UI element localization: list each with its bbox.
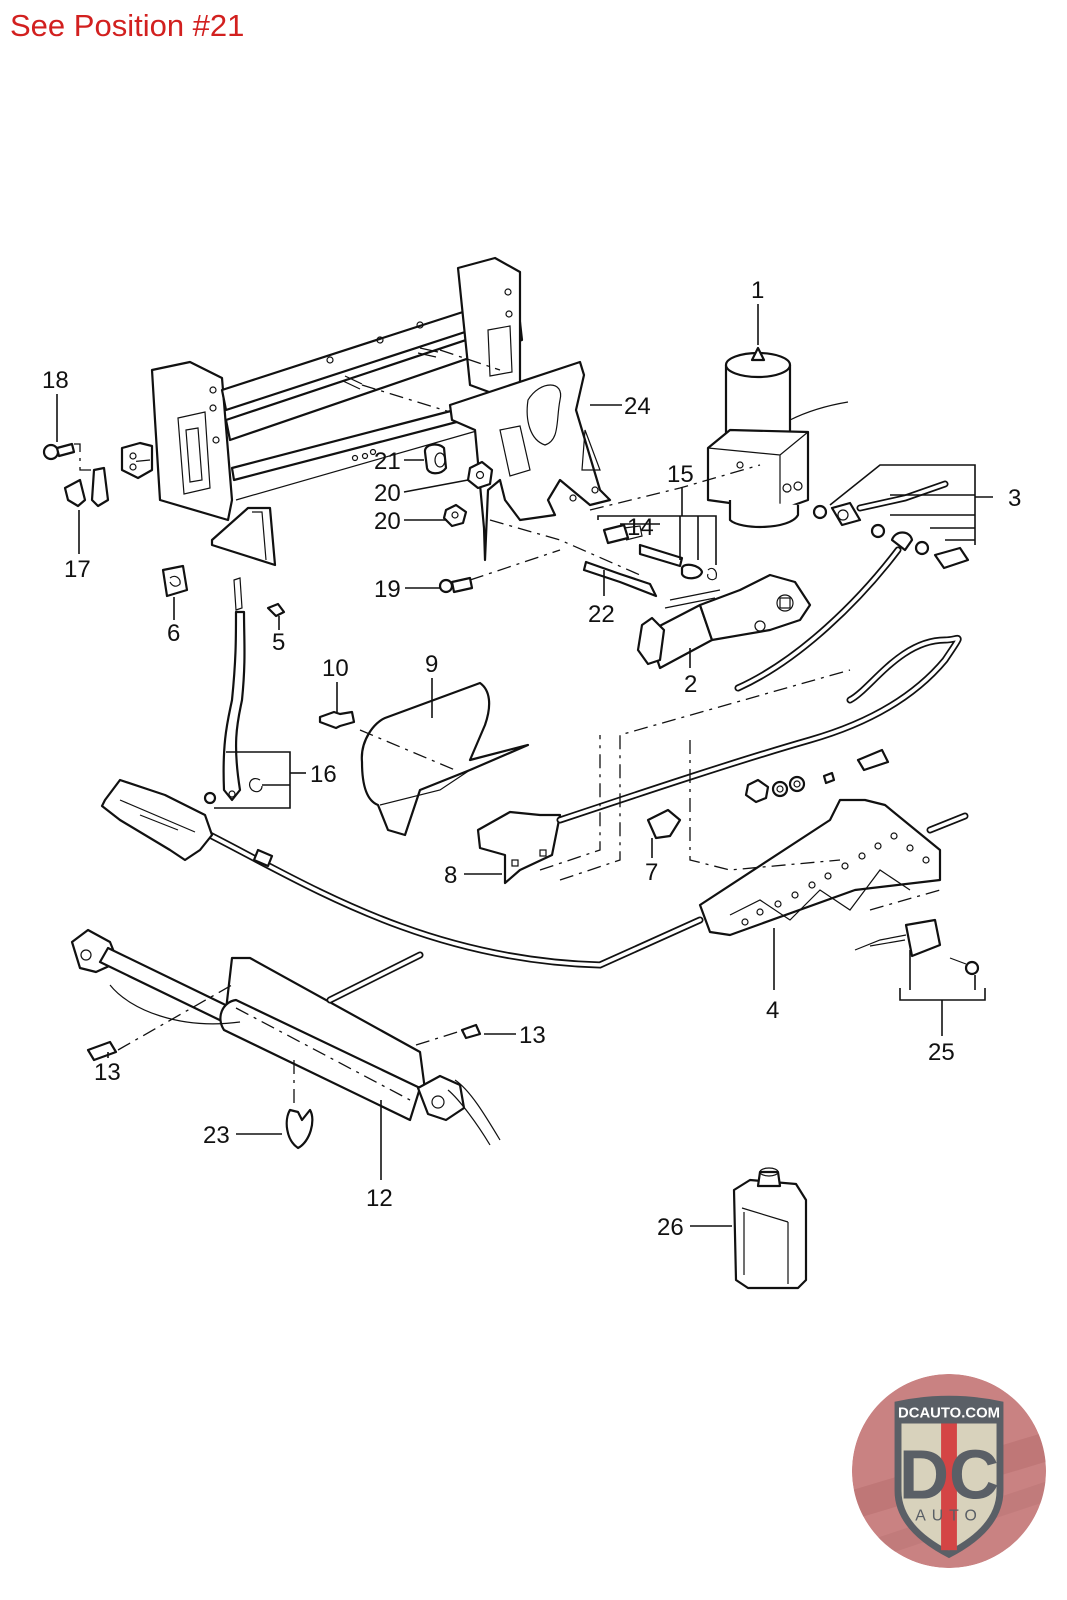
dcauto-logo: DCAUTO.COM DC AUTO (851, 1373, 1047, 1569)
callout-25: 25 (928, 1039, 955, 1066)
callout-24: 24 (624, 393, 651, 420)
callout-22: 22 (588, 601, 615, 628)
logo-main-text: DC (899, 1436, 999, 1514)
slider-block (100, 778, 214, 862)
callout-17: 17 (64, 556, 91, 583)
callout-4: 4 (766, 997, 779, 1024)
logo-sub-text: AUTO (915, 1508, 982, 1525)
small-fasteners (42, 442, 980, 1150)
callout-20-top: 20 (374, 480, 401, 507)
callout-20-bottom: 20 (374, 508, 401, 535)
callout-18: 18 (42, 367, 69, 394)
part-12-hydraulic-cylinder (70, 928, 501, 1146)
callout-10: 10 (322, 655, 349, 682)
leader-lines (56, 304, 993, 1227)
callout-3: 3 (1008, 485, 1021, 512)
frame-assembly (120, 256, 524, 567)
callout-19: 19 (374, 576, 401, 603)
frame-holes (209, 288, 513, 462)
callout-8: 8 (444, 862, 457, 889)
part-2-valve-unit (636, 573, 812, 670)
callout-16: 16 (310, 761, 337, 788)
page-title: See Position #21 (10, 8, 245, 43)
logo-top-text: DCAUTO.COM (898, 1406, 1000, 1422)
part-24-bracket (448, 360, 612, 562)
part-8-bracket (476, 810, 562, 885)
part-26-fluid-bottle (732, 1167, 808, 1290)
callout-14: 14 (627, 514, 654, 541)
callout-1: 1 (751, 277, 764, 304)
part-9-cover (359, 681, 530, 837)
callout-6: 6 (167, 620, 180, 647)
callout-21: 21 (374, 448, 401, 475)
part-3-hose-assembly (734, 480, 970, 692)
callout-labels: 1 2 3 4 5 6 7 8 9 10 12 13 13 14 15 16 1… (42, 277, 1021, 1241)
callout-26: 26 (657, 1214, 684, 1241)
cables (196, 634, 969, 969)
callout-7: 7 (645, 859, 658, 886)
callout-15: 15 (667, 461, 694, 488)
part-1-pump-motor (706, 346, 849, 528)
logo-stripe (941, 1423, 957, 1551)
callout-13-right: 13 (519, 1022, 546, 1049)
callout-5: 5 (272, 629, 285, 656)
callout-12: 12 (366, 1185, 393, 1212)
part-4-actuator (698, 798, 942, 937)
callout-9: 9 (425, 651, 438, 678)
callout-13-left: 13 (94, 1059, 121, 1086)
assembly-guide-lines (74, 349, 941, 1106)
callout-2: 2 (684, 671, 697, 698)
callout-23: 23 (203, 1122, 230, 1149)
